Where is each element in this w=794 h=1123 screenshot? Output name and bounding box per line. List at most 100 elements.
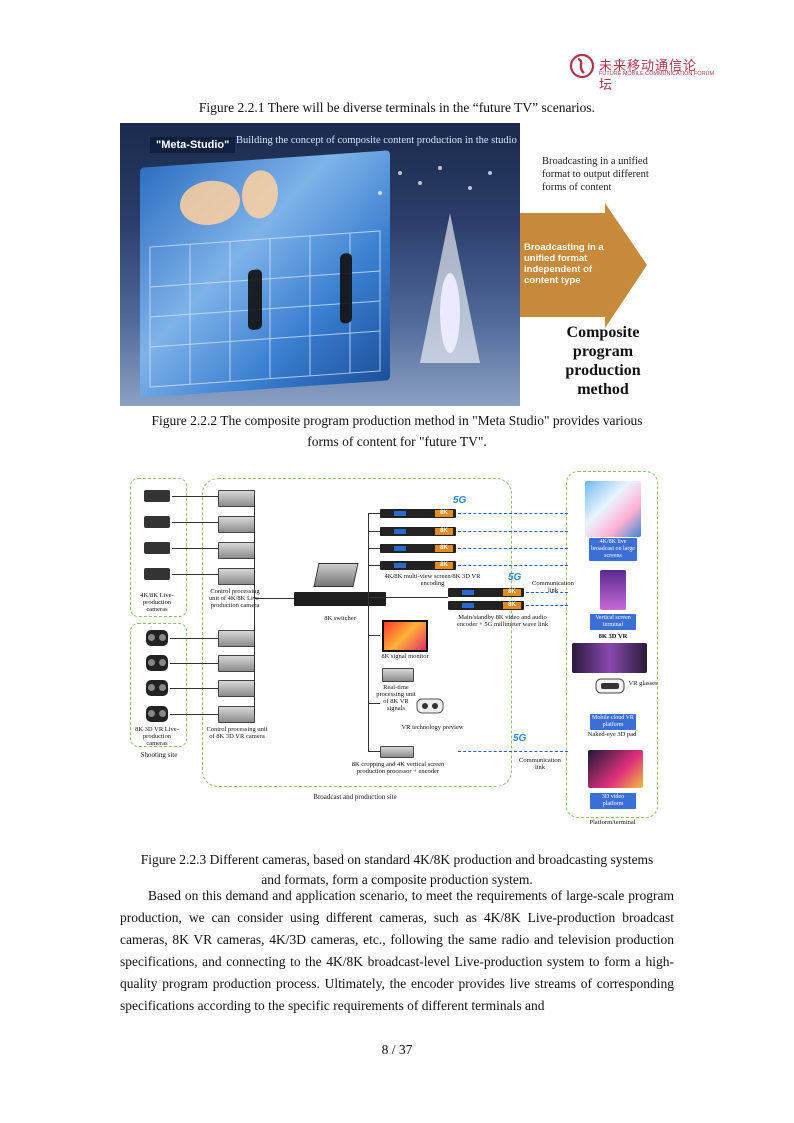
ctrl-4k8k-label: Control processing unit of 4K/8K Live-pr…	[208, 588, 262, 609]
8k-badge: 8K	[435, 562, 453, 569]
comm-link-1-label: Communication link	[532, 580, 574, 594]
vr-preview-label: VR technology preview	[401, 724, 464, 731]
bus-line	[254, 496, 255, 714]
control-unit-4	[218, 568, 255, 585]
group-vr-cameras	[130, 623, 187, 747]
signal-monitor-screen	[382, 620, 428, 652]
video-wall	[140, 150, 390, 398]
link-line	[172, 522, 218, 523]
comm-link-2-label: Communication link	[519, 757, 561, 771]
encoder-2: 8K	[380, 527, 456, 536]
dashed-link	[458, 531, 568, 532]
unified-format-note: Broadcasting in a unified format to outp…	[542, 156, 649, 193]
vr-camera-1-icon	[146, 630, 168, 646]
control-unit-8	[218, 706, 255, 723]
live-camera-1-icon	[144, 490, 170, 502]
control-unit-1	[218, 490, 255, 507]
control-unit-3	[218, 542, 255, 559]
logo-english-name: FUTURE MOBILE COMMUNICATION FORUM	[599, 71, 715, 77]
naked-eye-label: Naked-eye 3D pad	[587, 731, 637, 738]
cropping-label: 8K cropping and 4K vertical screen produ…	[351, 761, 445, 775]
studio-lights-icon	[378, 166, 492, 363]
figure-caption-2-2-1: Figure 2.2.1 There will be diverse termi…	[198, 100, 596, 115]
realtime-unit	[382, 668, 414, 682]
encoder-1: 8K	[380, 509, 456, 518]
vr-camera-3-icon	[146, 680, 168, 696]
arrow-text: Broadcasting in a unified format indepen…	[524, 242, 604, 286]
ctrl-vr-label: Control processing unit of 8K 3D VR came…	[206, 726, 268, 740]
cams-vr-label: 8K 3D VR Live-production cameras	[135, 726, 179, 747]
body-paragraph: Based on this demand and application sce…	[120, 888, 674, 1013]
video-wall-grid-icon	[149, 170, 381, 388]
link-line	[170, 714, 218, 715]
link-line	[368, 565, 380, 566]
forum-logo-icon	[569, 53, 595, 79]
encoder-standby: 8K	[448, 601, 524, 610]
meta-studio-tagline: Building the concept of composite conten…	[236, 135, 517, 146]
8k-badge: 8K	[435, 545, 453, 552]
switcher-device	[294, 592, 386, 606]
dashed-link	[458, 751, 568, 752]
vr-camera-2-icon	[146, 655, 168, 671]
cropping-processor	[380, 746, 414, 758]
control-unit-6	[218, 655, 255, 672]
vertical-terminal-label: Vertical screen terminal	[590, 614, 636, 630]
multiview-label: 4K/8K multi-view screen/8K 3D VR encodin…	[384, 573, 481, 587]
3d-video-image	[588, 750, 643, 788]
large-screens-label: 4K/8K live broadcast on large screens	[589, 538, 637, 561]
link-line	[368, 548, 380, 549]
dashed-link	[526, 605, 568, 606]
control-unit-5	[218, 630, 255, 647]
figure-caption-2-2-2-line1: Figure 2.2.2 The composite program produ…	[151, 413, 643, 428]
link-line	[170, 688, 218, 689]
encoder-4: 8K	[380, 561, 456, 570]
vertical-screen-image	[600, 570, 626, 610]
platform-terminal-label: Platform/terminal	[589, 819, 636, 826]
main-standby-label: Main/standby 8K video and audio encoder …	[456, 614, 549, 628]
meta-studio-label: "Meta-Studio"	[150, 137, 236, 153]
encoder-3: 8K	[380, 544, 456, 553]
link-line	[170, 663, 218, 664]
link-line	[172, 574, 218, 575]
link-line	[368, 513, 380, 514]
link-line	[368, 703, 380, 704]
link-line	[172, 548, 218, 549]
bus-line	[254, 598, 294, 599]
encoder-main: 8K	[448, 588, 524, 597]
live-camera-3-icon	[144, 542, 170, 554]
bus-line	[368, 513, 369, 751]
link-line	[368, 635, 380, 636]
8k-badge: 8K	[503, 602, 521, 609]
dashed-link	[458, 548, 568, 549]
live-camera-2-icon	[144, 516, 170, 528]
switcher-label: 8K switcher	[324, 615, 356, 622]
realtime-label: Real-time processing unit of 8K VR signa…	[376, 684, 416, 712]
broadcast-arrow-icon	[520, 203, 647, 328]
vr-3d-label: 8K 3D VR	[598, 633, 628, 640]
8k-badge: 8K	[503, 589, 521, 596]
3d-video-label: 3D video platform	[590, 793, 636, 809]
link-line	[368, 531, 380, 532]
vr-glasses-label: VR glasses	[628, 680, 658, 687]
control-unit-7	[218, 680, 255, 697]
group-4k8k-cameras	[130, 478, 187, 617]
link-line	[368, 597, 448, 598]
forum-logo: 未来移动通信论坛 FUTURE MOBILE COMMUNICATION FOR…	[569, 53, 714, 93]
5g-icon: 5G	[508, 572, 522, 583]
dashed-link	[458, 565, 568, 566]
control-unit-2	[218, 516, 255, 533]
dashed-link	[526, 592, 568, 593]
production-system-diagram: 4K/8K Live-production cameras 8K 3D VR L…	[120, 468, 675, 830]
broadcast-site-label: Broadcast and production site	[313, 793, 397, 801]
studio-photo: "Meta-Studio" Building the concept of co…	[120, 123, 520, 406]
figure-caption-2-2-3-line2: and formats, form a composite production…	[261, 872, 533, 887]
figure-caption-2-2-3-line1: Figure 2.2.3 Different cameras, based on…	[140, 852, 654, 867]
meta-studio-figure: "Meta-Studio" Building the concept of co…	[120, 123, 649, 406]
dashed-link	[458, 513, 568, 514]
method-title: Composite program production method	[565, 324, 641, 398]
large-screen-image	[585, 481, 641, 537]
vr-glasses-icon	[595, 678, 625, 694]
group-platform-terminal	[566, 471, 658, 818]
vr-stage-image	[572, 643, 647, 673]
vr-headset-icon	[416, 698, 444, 714]
